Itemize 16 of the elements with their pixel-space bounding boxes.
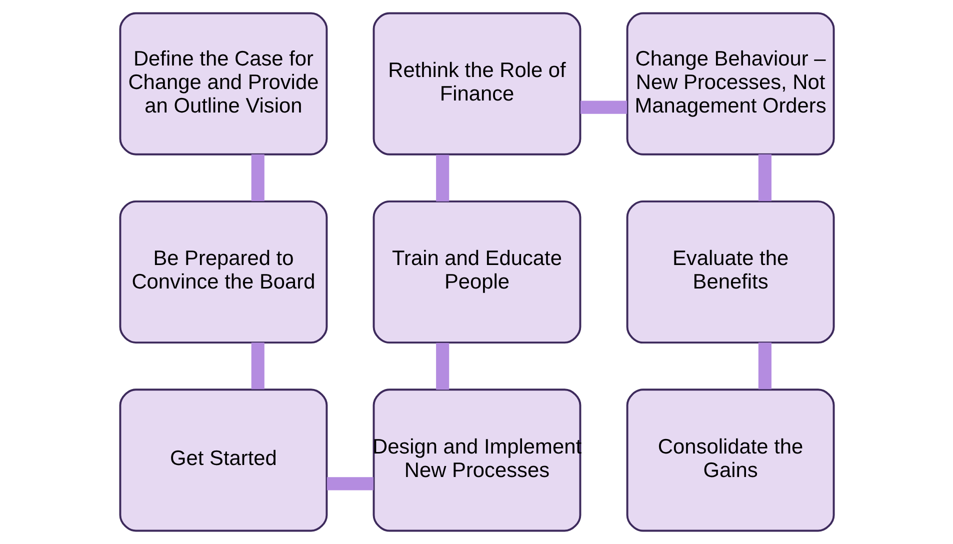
connector: [758, 154, 771, 201]
connector: [250, 342, 264, 390]
connector: [326, 477, 373, 490]
node-box: Be Prepared to Convince the Board: [118, 200, 328, 344]
connector: [580, 100, 626, 114]
connector: [436, 343, 449, 390]
node-box: Rethink the Role of Finance: [372, 12, 581, 156]
node-box: Consolidate the Gains: [626, 388, 834, 532]
connector: [250, 154, 264, 201]
node-box: Evaluate the Benefits: [626, 200, 834, 344]
node-box: Define the Case for Change and Provide an Outline Vision: [118, 12, 328, 156]
connector: [758, 342, 771, 390]
node-box: Change Behaviour – New Processes, Not Management Orders: [626, 12, 834, 156]
connector: [436, 154, 449, 202]
node-box: Get Started: [118, 388, 328, 532]
node-box: Train and Educate People: [372, 200, 581, 344]
